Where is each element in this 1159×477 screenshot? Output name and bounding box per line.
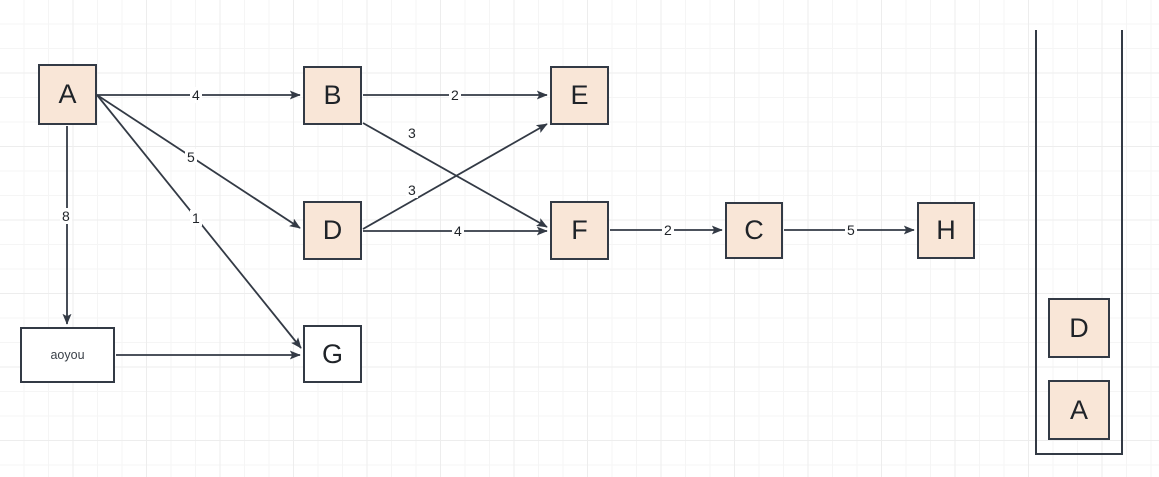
edge-weight-a-b: 4 xyxy=(190,87,202,103)
edge-d-e xyxy=(362,123,548,230)
stack-item-d[interactable]: D xyxy=(1048,298,1110,358)
graph-node-h-label: H xyxy=(936,215,956,245)
graph-node-aoyou[interactable]: aoyou xyxy=(20,327,115,383)
edge-weight-f-c: 2 xyxy=(662,222,674,238)
graph-node-b[interactable]: B xyxy=(303,66,362,125)
edge-weight-b-e: 2 xyxy=(449,87,461,103)
graph-node-c-label: C xyxy=(744,215,764,245)
stack-item-a[interactable]: A xyxy=(1048,380,1110,440)
graph-node-g-label: G xyxy=(321,338,343,369)
graph-node-g[interactable]: G xyxy=(303,325,362,383)
graph-node-f[interactable]: F xyxy=(550,201,609,260)
stack-item-d-label: D xyxy=(1069,312,1089,343)
edge-weight-c-h: 5 xyxy=(845,222,857,238)
edge-weight-a-d: 5 xyxy=(185,149,197,165)
edge-weight-a-aoyou: 8 xyxy=(60,208,72,224)
edge-weight-d-f: 4 xyxy=(452,223,464,239)
graph-node-aoyou-label: aoyou xyxy=(50,347,85,362)
edge-a-d xyxy=(96,94,301,229)
graph-node-c[interactable]: C xyxy=(725,202,783,259)
stack-item-a-label: A xyxy=(1069,394,1088,425)
graph-node-b-label: B xyxy=(323,80,342,110)
graph-node-a[interactable]: A xyxy=(38,64,97,125)
edge-weight-d-e: 3 xyxy=(406,182,418,198)
edge-weight-a-g: 1 xyxy=(190,210,202,226)
graph-node-e[interactable]: E xyxy=(550,66,609,125)
graph-node-d-label: D xyxy=(322,215,343,245)
graph-node-d[interactable]: D xyxy=(303,201,362,260)
edge-b-f xyxy=(362,122,548,228)
graph-node-h[interactable]: H xyxy=(917,202,975,259)
stack-container xyxy=(1035,30,1123,455)
edge-weight-b-f: 3 xyxy=(406,125,418,141)
graph-node-a-label: A xyxy=(58,79,77,109)
graph-node-f-label: F xyxy=(571,215,588,245)
graph-node-e-label: E xyxy=(570,80,589,110)
